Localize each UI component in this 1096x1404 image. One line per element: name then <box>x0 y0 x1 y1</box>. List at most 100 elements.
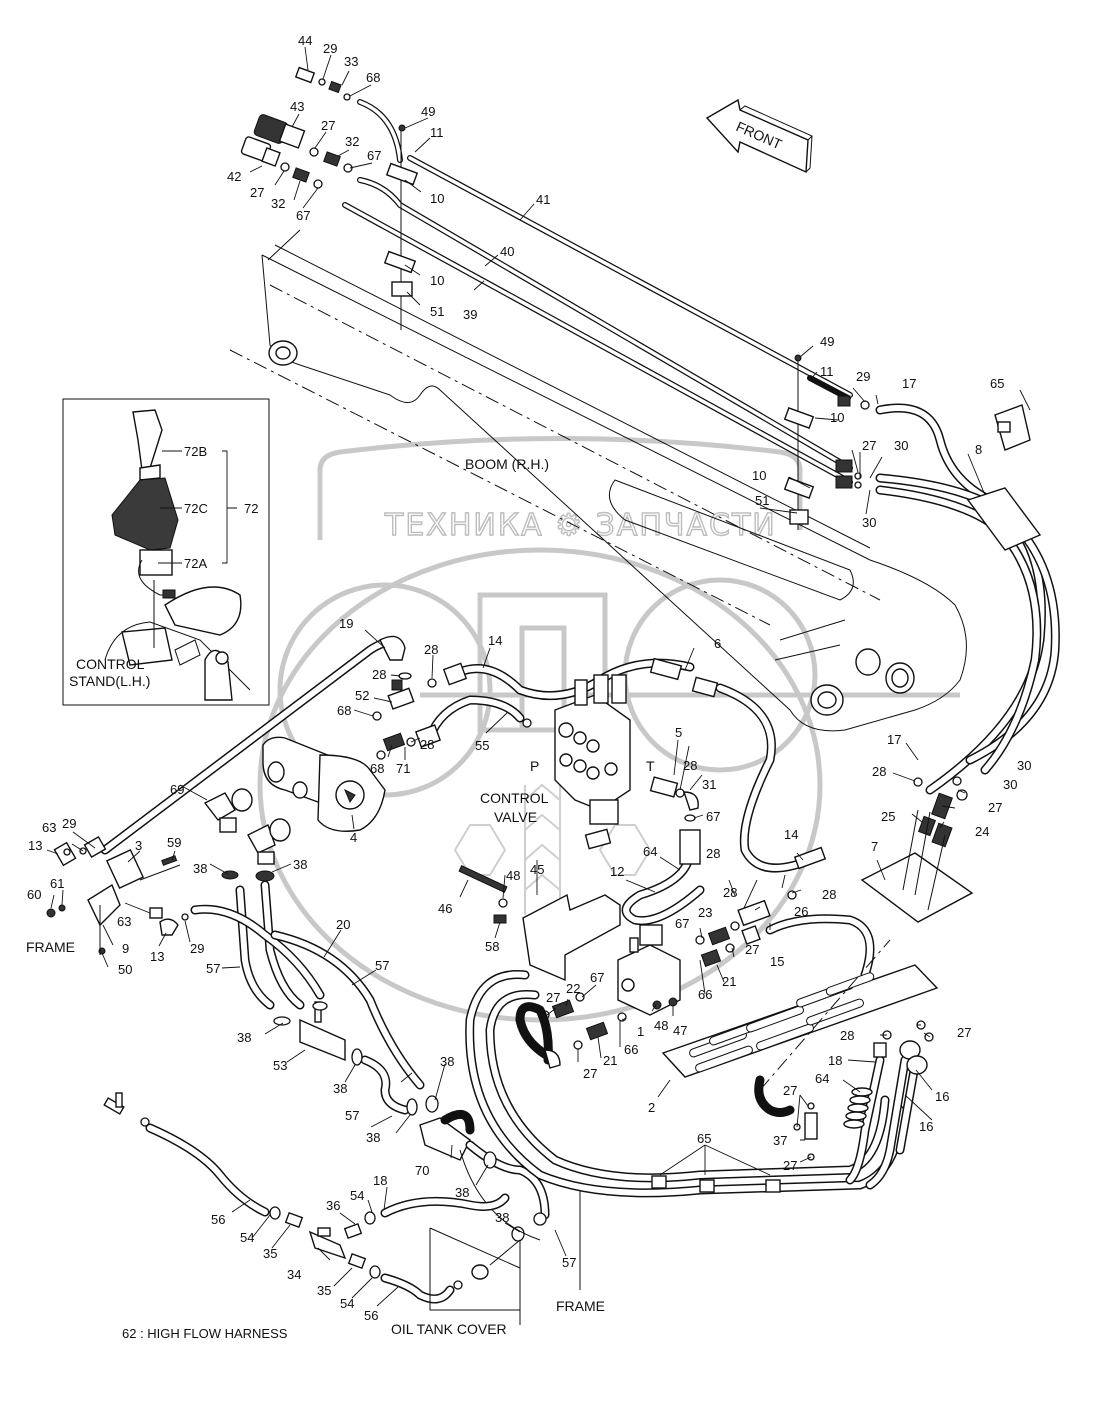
callout: 55 <box>475 738 489 753</box>
callout: 54 <box>350 1188 364 1203</box>
callout: 35 <box>263 1246 277 1261</box>
callout: 29 <box>323 41 337 56</box>
inset-label-72: 72 <box>244 501 258 516</box>
port-t-label: T <box>646 758 655 774</box>
callout: 29 <box>190 941 204 956</box>
callout: 14 <box>784 827 798 842</box>
callout: 28 <box>372 667 386 682</box>
callout: 16 <box>935 1089 949 1104</box>
callout: 68 <box>370 761 384 776</box>
callout: 64 <box>815 1071 829 1086</box>
callout: 48 <box>506 868 520 883</box>
callout: 45 <box>530 862 544 877</box>
pump-fittings <box>372 662 532 760</box>
bracket-45 <box>522 893 621 982</box>
callout: 48 <box>654 1018 668 1033</box>
callout: 13 <box>28 838 42 853</box>
callout: 7 <box>871 839 878 854</box>
callout: 63 <box>42 820 56 835</box>
hoses-middle <box>100 635 827 926</box>
callout: 56 <box>364 1308 378 1323</box>
callout: 27 <box>321 118 335 133</box>
callout: 51 <box>430 304 444 319</box>
callout: 68 <box>366 70 380 85</box>
callout: 30 <box>862 515 876 530</box>
callout: 32 <box>345 134 359 149</box>
callout: 54 <box>340 1296 354 1311</box>
callout: 40 <box>500 244 514 259</box>
callout: 28 <box>840 1028 854 1043</box>
callout: 10 <box>430 191 444 206</box>
callout: 38 <box>293 857 307 872</box>
callout: 30 <box>1003 777 1017 792</box>
callout: 18 <box>373 1173 387 1188</box>
callout: 27 <box>957 1025 971 1040</box>
block-70 <box>419 1117 471 1161</box>
callout: 34 <box>287 1267 301 1282</box>
callout: 67 <box>706 809 720 824</box>
callout: 4 <box>350 830 357 845</box>
callout: 25 <box>881 809 895 824</box>
control-valve: P T CONTROL VALVE <box>480 674 699 850</box>
callout: 60 <box>27 887 41 902</box>
callout: 14 <box>488 633 502 648</box>
callout: 43 <box>290 99 304 114</box>
callout: 49 <box>421 104 435 119</box>
callout: 27 <box>862 438 876 453</box>
callout: 38 <box>440 1054 454 1069</box>
callout: 10 <box>830 410 844 425</box>
callout: 2 <box>648 1100 655 1115</box>
front-arrow: FRONT <box>705 98 813 174</box>
callout: 11 <box>430 125 444 140</box>
callout: 59 <box>167 835 181 850</box>
callout: 18 <box>828 1053 842 1068</box>
callout: 26 <box>794 904 808 919</box>
callout: 8 <box>975 442 982 457</box>
relief-block-area <box>458 865 875 1050</box>
control-valve-label-1: CONTROL <box>480 790 549 806</box>
pump-4 <box>262 736 386 832</box>
callout: 49 <box>820 334 834 349</box>
callout: 1 <box>637 1024 644 1039</box>
plate-2 <box>661 939 939 1091</box>
callout: 67 <box>675 916 689 931</box>
callout: 52 <box>355 688 369 703</box>
callout: 19 <box>339 616 353 631</box>
callout: 67 <box>367 148 381 163</box>
right-bottom-parts <box>754 1020 934 1190</box>
callout: 23 <box>698 905 712 920</box>
fitting-12 <box>679 829 701 865</box>
callout: 28 <box>683 758 697 773</box>
callout: 27 <box>745 942 759 957</box>
callout: 27 <box>546 990 560 1005</box>
caption-labels: FRAME FRAME OIL TANK COVER 62 : HIGH FLO… <box>26 939 605 1341</box>
callout: 37 <box>773 1133 787 1148</box>
callout: 20 <box>336 917 350 932</box>
callout: 57 <box>375 958 389 973</box>
callout: 58 <box>485 939 499 954</box>
control-stand-label-2: STAND(L.H.) <box>69 673 150 689</box>
callout: 56 <box>211 1212 225 1227</box>
callout: 57 <box>562 1255 576 1270</box>
callout: 63 <box>117 914 131 929</box>
switch-3 <box>105 848 145 890</box>
callout: 51 <box>755 493 769 508</box>
callout: 38 <box>333 1081 347 1096</box>
callout: 29 <box>856 369 870 384</box>
callout: 36 <box>326 1198 340 1213</box>
high-flow-harness-note: 62 : HIGH FLOW HARNESS <box>122 1326 288 1341</box>
return-hoses <box>190 880 550 1242</box>
inset-label-72a: 72A <box>184 556 207 571</box>
control-valve-label-2: VALVE <box>494 809 537 825</box>
callout: 27 <box>583 1066 597 1081</box>
callout: 28 <box>420 737 434 752</box>
spring-guard-64 <box>843 1087 873 1129</box>
watermark-logo-e <box>277 582 493 798</box>
callout: 27 <box>783 1083 797 1098</box>
callout: 27 <box>988 800 1002 815</box>
callout-numbers: 44 29 33 68 43 27 32 67 42 27 32 67 49 1… <box>27 33 1031 1323</box>
callout: 11 <box>820 364 834 379</box>
callout: 5 <box>675 725 682 740</box>
callout: 21 <box>603 1053 617 1068</box>
